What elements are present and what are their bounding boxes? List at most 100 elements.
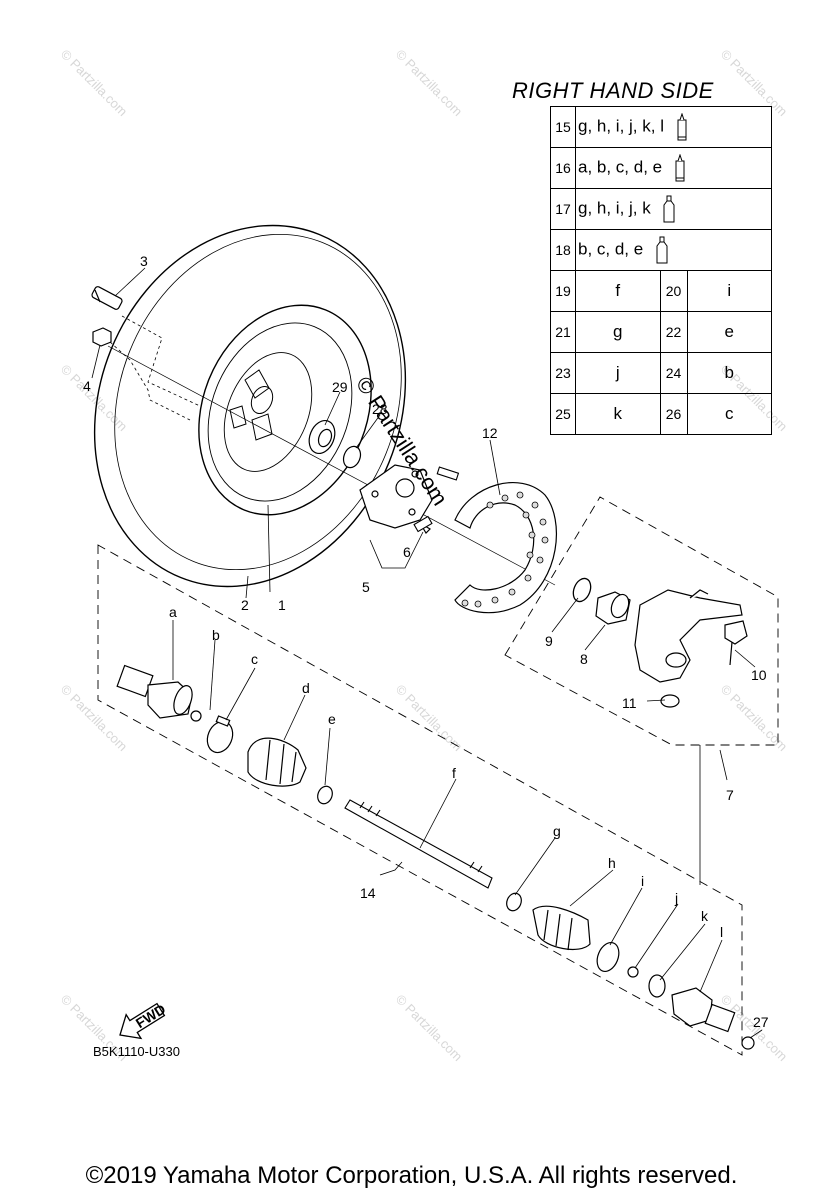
knuckle-group-box (504, 496, 779, 746)
callout-1: 1 (278, 597, 286, 613)
valve-stem (91, 286, 123, 347)
row-value: f (575, 270, 661, 312)
clip-27 (741, 1036, 755, 1050)
copyright-notice: ©2019 Yamaha Motor Corporation, U.S.A. A… (85, 1162, 738, 1189)
table-row: 18 b, c, d, e (550, 229, 772, 271)
row-value: e (686, 311, 772, 353)
band-c (206, 715, 234, 754)
callout-4: 4 (83, 378, 91, 394)
watermark-text: © Partzilla.com (58, 682, 131, 755)
row-value: c (686, 393, 772, 435)
row-num: 19 (550, 270, 576, 312)
letter-h: h (608, 855, 616, 871)
shaft-f (344, 799, 493, 889)
band-g (506, 892, 522, 912)
row-num: 24 (659, 352, 688, 394)
row-value: j (575, 352, 661, 394)
callout-8: 8 (580, 651, 588, 667)
callout-5: 5 (362, 579, 370, 595)
bolt-6 (413, 466, 460, 533)
letter-l: l (720, 924, 723, 940)
row-items: b, c, d, e (575, 229, 772, 271)
boot-h (532, 905, 591, 951)
brake-disc-12 (454, 481, 557, 614)
tube-b-icon (656, 236, 668, 264)
table-row: 19 f 20 i (550, 270, 772, 312)
circlip-9 (572, 577, 592, 603)
ring-b (190, 710, 202, 722)
tire-assembly (93, 224, 407, 588)
steering-knuckle (634, 589, 743, 683)
fwd-arrow-icon: FWD (119, 1001, 169, 1040)
row-items: a, b, c, d, e (575, 147, 772, 189)
callout-28: 28 (372, 401, 388, 417)
letter-a: a (169, 604, 177, 620)
bearing-8 (595, 591, 631, 625)
callout-11: 11 (622, 695, 637, 711)
table-row: 23 j 24 b (550, 352, 772, 394)
row-value: k (575, 393, 661, 435)
row-num: 21 (550, 311, 576, 353)
callout-10: 10 (751, 667, 767, 683)
callout-27: 27 (753, 1014, 769, 1030)
row-num: 20 (659, 270, 688, 312)
letter-b: b (212, 627, 220, 643)
row-num: 22 (659, 311, 688, 353)
letter-c: c (251, 651, 258, 667)
letter-i: i (641, 873, 644, 889)
callout-14: 14 (360, 885, 376, 901)
callout-2: 2 (241, 597, 249, 613)
row-items: g, h, i, j, k, l (575, 106, 772, 148)
letter-k: k (701, 908, 709, 924)
row-num: 23 (550, 352, 576, 394)
callout-29: 29 (332, 379, 348, 395)
ball-joint-10 (724, 620, 748, 666)
row-value: i (686, 270, 772, 312)
callout-6: 6 (403, 544, 411, 560)
tube-b-icon (663, 195, 675, 223)
letter-j: j (674, 890, 678, 906)
letter-f: f (452, 765, 456, 781)
row-num: 18 (550, 229, 576, 271)
reference-code: B5K1110-U330 (93, 1044, 180, 1059)
leader-lines (91, 267, 763, 1039)
cv-joint-a (116, 664, 193, 719)
clip-11 (660, 694, 680, 708)
ring-k (648, 974, 666, 998)
table-row: 15 g, h, i, j, k, l (550, 106, 772, 148)
bearing-29 (308, 420, 336, 454)
row-num: 26 (659, 393, 688, 435)
row-num: 25 (550, 393, 576, 435)
row-value: g (575, 311, 661, 353)
boot-d (247, 737, 307, 787)
cv-joint-l (671, 987, 736, 1033)
drive-shaft-box (97, 544, 743, 1056)
tube-a-icon (677, 113, 687, 141)
watermark-text: © Partzilla.com (58, 47, 131, 120)
row-value: b (686, 352, 772, 394)
letter-d: d (302, 680, 310, 696)
row-num: 17 (550, 188, 576, 230)
band-i (596, 941, 620, 973)
row-num: 16 (550, 147, 576, 189)
letter-g: g (553, 823, 561, 839)
collar-28 (342, 445, 362, 469)
ring-j (627, 966, 639, 978)
watermark-text: © Partzilla.com (718, 682, 791, 755)
watermark-text: © Partzilla.com (393, 682, 466, 755)
callout-12: 12 (482, 425, 498, 441)
table-row: 25 k 26 c (550, 393, 772, 435)
row-items: g, h, i, j, k (575, 188, 772, 230)
fwd-label: FWD (133, 1001, 169, 1031)
callout-labels: 3 4 29 28 12 6 5 2 1 9 8 10 11 7 14 27 a… (83, 253, 769, 1030)
letter-e: e (328, 711, 336, 727)
watermark-text: © Partzilla.com (393, 47, 466, 120)
table-row: 21 g 22 e (550, 311, 772, 353)
table-row: 17 g, h, i, j, k (550, 188, 772, 230)
callout-7: 7 (726, 787, 734, 803)
tube-a-icon (675, 154, 685, 182)
callout-9: 9 (545, 633, 553, 649)
row-num: 15 (550, 106, 576, 148)
band-e (317, 785, 333, 805)
table-row: 16 a, b, c, d, e (550, 147, 772, 189)
